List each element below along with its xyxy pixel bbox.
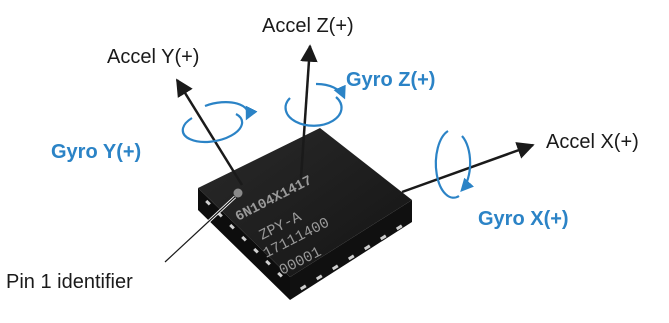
accel-x-arrow (402, 145, 533, 192)
gyro-z-label: Gyro Z(+) (346, 69, 435, 91)
accel-z-label: Accel Z(+) (262, 15, 354, 37)
gyro-x-rotation-icon (436, 131, 470, 198)
accel-y-arrow (177, 80, 242, 185)
gyro-y-rotation-icon (183, 102, 248, 142)
gyro-z-rotation-icon (286, 84, 344, 126)
imu-chip: 6N104X1417 ZPY-A 17111400 00001 (198, 128, 412, 300)
gyro-x-label: Gyro X(+) (478, 208, 569, 230)
accel-x-label: Accel X(+) (546, 131, 639, 153)
pin1-dot (234, 189, 243, 198)
accel-y-label: Accel Y(+) (107, 46, 199, 68)
gyro-y-label: Gyro Y(+) (51, 141, 141, 163)
pin1-identifier-label: Pin 1 identifier (6, 271, 133, 293)
